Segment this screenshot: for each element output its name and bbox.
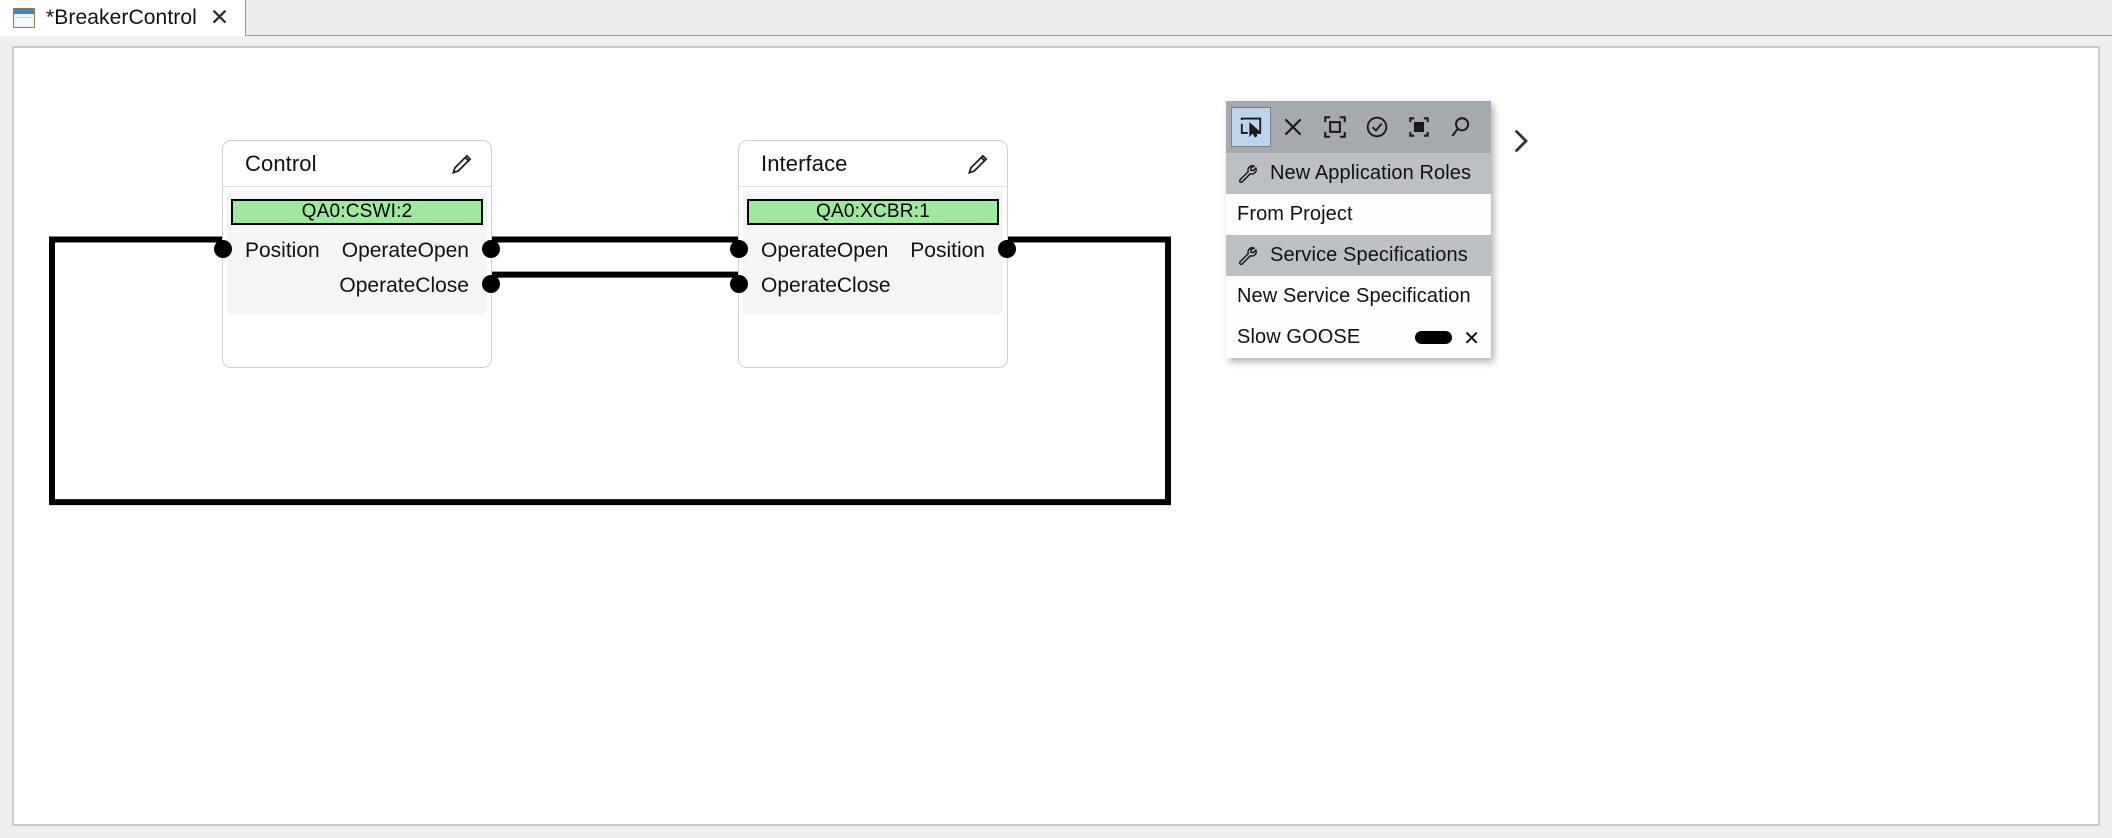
diagram-canvas[interactable]: Control QA0:CSWI:2 Position OperateOpen (12, 46, 2100, 826)
node-interface-header: Interface (739, 141, 1007, 187)
palette-item-from-project[interactable]: From Project (1226, 194, 1491, 235)
port-interface-position-out[interactable] (998, 240, 1016, 258)
validate-tool-button[interactable] (1357, 107, 1397, 147)
node-control-body: QA0:CSWI:2 Position OperateOpen OperateC… (214, 191, 500, 315)
node-control-ports: Position OperateOpen OperateClose (214, 225, 500, 303)
port-label-operateclose: OperateClose (761, 273, 891, 297)
node-interface-body: QA0:XCBR:1 OperateOpen Position OperateC… (730, 191, 1016, 315)
cursor-select-icon (1240, 117, 1262, 134)
port-label-operateclose: OperateClose (339, 273, 469, 297)
remove-icon[interactable]: ✕ (1463, 325, 1480, 350)
wire-position-feedback (49, 236, 1171, 506)
palette-row-label: New Application Roles (1270, 162, 1472, 184)
palette-row-label: New Service Specification (1237, 285, 1471, 307)
palette-toolbar (1226, 101, 1491, 153)
palette-row-label: Slow GOOSE (1237, 326, 1361, 348)
node-control-header: Control (223, 141, 491, 187)
palette-group-service-specifications[interactable]: Service Specifications (1226, 235, 1491, 276)
node-interface[interactable]: Interface QA0:XCBR:1 OperateOpen Positio… (730, 140, 1016, 368)
node-control-title: Control (245, 150, 317, 176)
editor-frame: Control QA0:CSWI:2 Position OperateOpen (0, 36, 2112, 838)
port-control-operateopen-out[interactable] (482, 240, 500, 258)
delete-tool-button[interactable] (1273, 107, 1313, 147)
zoom-selection-tool-button[interactable] (1399, 107, 1439, 147)
tab-close-icon[interactable]: ✕ (209, 4, 230, 31)
port-row: OperateOpen Position (743, 233, 1003, 268)
fit-frame-tool-button[interactable] (1315, 107, 1355, 147)
port-row: OperateClose (227, 268, 487, 303)
select-tool-button[interactable] (1231, 107, 1271, 147)
palette-item-slow-goose[interactable]: Slow GOOSE ✕ (1226, 317, 1491, 358)
port-interface-operateopen-in[interactable] (730, 240, 748, 258)
palette-panel[interactable]: New Application Roles From Project Servi… (1226, 101, 1491, 358)
tab-title: *BreakerControl (46, 6, 197, 29)
fit-frame-icon (1324, 116, 1346, 138)
port-control-operateclose-out[interactable] (482, 275, 500, 293)
port-label-operateopen: OperateOpen (761, 238, 889, 262)
node-interface-badge: QA0:XCBR:1 (747, 199, 999, 225)
wrench-icon (1239, 246, 1257, 265)
search-icon (1451, 117, 1470, 137)
port-label-position: Position (910, 238, 985, 262)
port-label-operateopen: OperateOpen (341, 238, 469, 262)
node-control[interactable]: Control QA0:CSWI:2 Position OperateOpen (214, 140, 500, 368)
tab-bar-empty-area (246, 0, 2112, 35)
color-swatch[interactable] (1415, 331, 1453, 344)
palette-row-label: Service Specifications (1270, 244, 1468, 266)
wrench-icon (1239, 164, 1257, 183)
chevron-right-icon[interactable] (1506, 126, 1536, 156)
port-interface-operateclose-in[interactable] (730, 275, 748, 293)
check-circle-icon (1366, 116, 1388, 138)
tab-bar: *BreakerControl ✕ (0, 0, 2112, 36)
node-control-badge: QA0:CSWI:2 (231, 199, 483, 225)
port-control-position-in[interactable] (214, 240, 232, 258)
close-x-icon (1284, 118, 1302, 136)
port-row: OperateClose (743, 268, 1003, 303)
port-label-position: Position (245, 238, 320, 262)
pencil-icon[interactable] (449, 151, 475, 177)
search-tool-button[interactable] (1441, 107, 1481, 147)
window-document-icon (13, 8, 35, 28)
palette-group-new-application-roles[interactable]: New Application Roles (1226, 153, 1491, 194)
port-row: Position OperateOpen (227, 233, 487, 268)
zoom-selection-icon (1409, 117, 1429, 137)
tab-breakercontrol[interactable]: *BreakerControl ✕ (0, 0, 247, 36)
node-interface-title: Interface (761, 150, 848, 176)
palette-item-new-service-specification[interactable]: New Service Specification (1226, 276, 1491, 317)
palette-row-label: From Project (1237, 203, 1353, 225)
connection-layer (49, 236, 1171, 506)
node-interface-ports: OperateOpen Position OperateClose (730, 225, 1016, 303)
pencil-icon[interactable] (965, 151, 991, 177)
